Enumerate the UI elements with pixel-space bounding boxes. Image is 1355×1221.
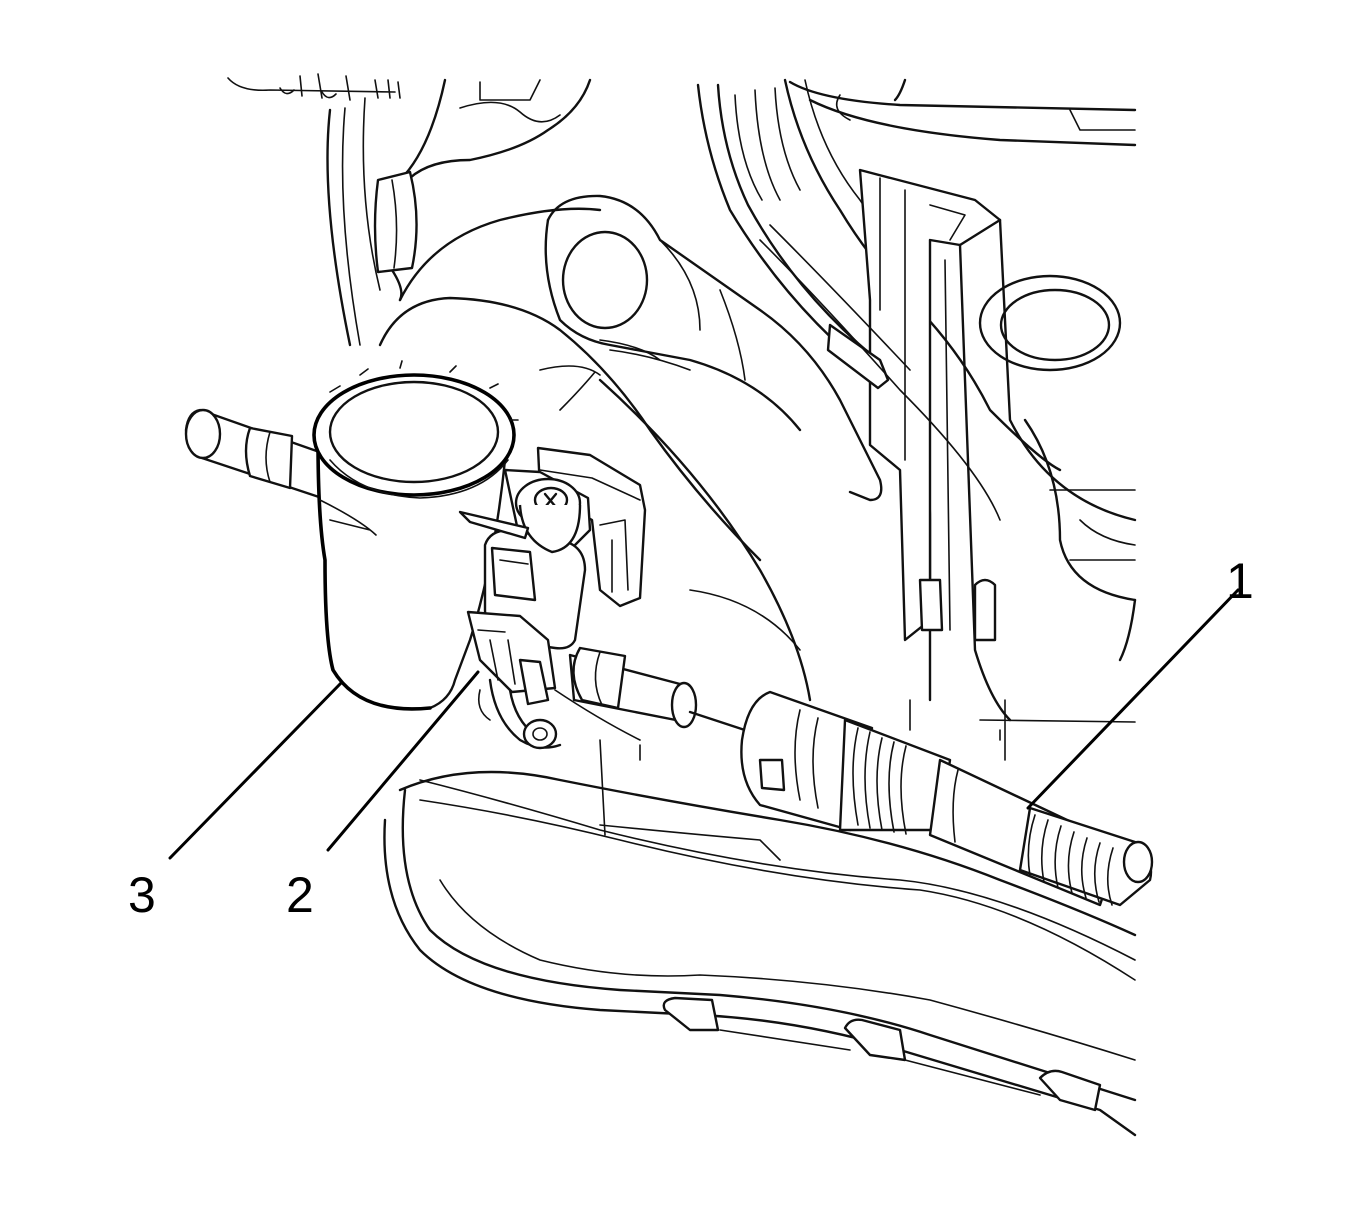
callout-label-3: 3 [128, 867, 156, 923]
leader-line-2 [326, 670, 480, 852]
hose-quick-connector-part-1 [688, 690, 1154, 907]
callout-label-2: 2 [286, 867, 314, 923]
callout-label-1: 1 [1226, 553, 1254, 609]
vehicle-underbody-structure [227, 73, 1137, 761]
callout-labels: 1 2 3 [128, 553, 1254, 923]
leader-line-3 [168, 680, 344, 860]
lower-frame-rail [383, 770, 1137, 1137]
leader-lines [168, 588, 1240, 860]
valve-connector-part-2 [458, 446, 698, 836]
leader-line-1 [1026, 588, 1240, 810]
canister-part-3 [184, 360, 519, 711]
